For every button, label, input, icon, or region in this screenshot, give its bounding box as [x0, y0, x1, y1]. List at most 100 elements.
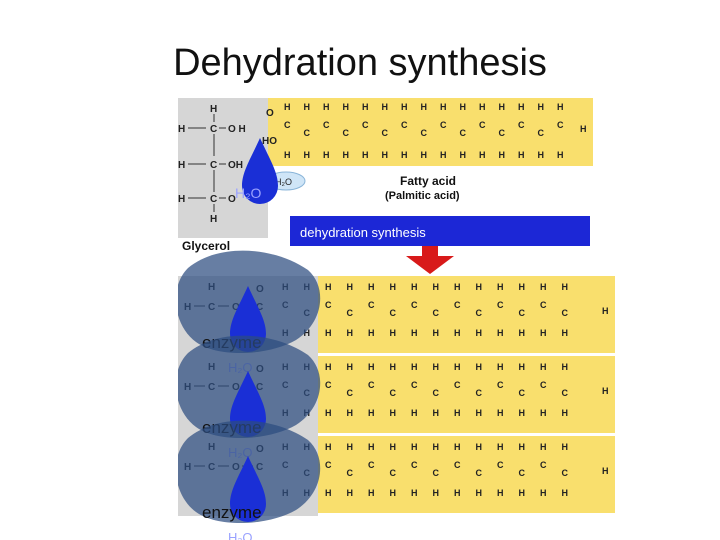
chain-carbon: C: [382, 128, 389, 138]
product-chain-hydrogen-top: H: [433, 282, 440, 292]
chain-carbon: C: [421, 128, 428, 138]
chain-hydrogen-bottom: H: [343, 150, 350, 160]
glycerol-h-bottom: H: [210, 214, 217, 225]
chain-hydrogen-top: H: [421, 102, 428, 112]
product-chain-hydrogen-bottom: H: [454, 488, 461, 498]
glycerol-carbon: C: [210, 124, 217, 135]
product-chain-carbon: C: [476, 388, 483, 398]
product-chain-carbon: C: [519, 308, 526, 318]
product-chain-carbon: C: [540, 300, 547, 310]
product-chain-hydrogen-bottom: H: [540, 328, 547, 338]
product-chain-carbon: C: [347, 468, 354, 478]
chain-carbon: C: [518, 120, 525, 130]
product-chain-carbon: C: [411, 460, 418, 470]
chain-carbon: C: [362, 120, 369, 130]
product-chain-hydrogen-bottom: H: [540, 408, 547, 418]
product-chain-hydrogen-top: H: [519, 442, 526, 452]
slide-title: Dehydration synthesis: [173, 42, 547, 84]
glycerol-h: H: [178, 124, 185, 135]
chain-hydrogen-bottom: H: [479, 150, 486, 160]
product-chain-hydrogen-bottom: H: [519, 408, 526, 418]
product-chain-hydrogen-bottom: H: [433, 488, 440, 498]
product-chain-hydrogen-top: H: [562, 282, 569, 292]
product-chain-panel-2: [318, 356, 615, 433]
dehydration-banner-label: dehydration synthesis: [300, 225, 426, 240]
product-chain-hydrogen-top: H: [368, 442, 375, 452]
chain-hydrogen-bottom: H: [538, 150, 545, 160]
chain-hydrogen-top: H: [284, 102, 291, 112]
chain-hydrogen-bottom: H: [362, 150, 369, 160]
chain-carbon: C: [538, 128, 545, 138]
water-drop-icon: [230, 456, 266, 522]
chain-hydrogen-bottom: H: [401, 150, 408, 160]
chain-carbon: C: [343, 128, 350, 138]
glycerol-h-top: H: [210, 104, 217, 115]
product-chain-carbon: C: [540, 460, 547, 470]
product-chain-carbon: C: [454, 380, 461, 390]
product-chain-hydrogen-top: H: [540, 362, 547, 372]
product-chain-hydrogen-bottom: H: [497, 328, 504, 338]
product-chain-hydrogen-top: H: [454, 362, 461, 372]
chain-hydrogen-bottom: H: [557, 150, 564, 160]
product-chain-carbon: C: [454, 300, 461, 310]
product-chain-hydrogen-end: H: [602, 466, 609, 476]
product-chain-hydrogen-top: H: [497, 362, 504, 372]
product-chain-carbon: C: [347, 388, 354, 398]
product-chain-hydrogen-bottom: H: [347, 488, 354, 498]
product-chain-hydrogen-top: H: [390, 362, 397, 372]
chain-hydrogen-top: H: [440, 102, 447, 112]
dehydration-banner: [290, 216, 590, 246]
product-chain-hydrogen-bottom: H: [390, 488, 397, 498]
product-chain-hydrogen-bottom: H: [497, 488, 504, 498]
product-chain-hydrogen-bottom: H: [519, 328, 526, 338]
chain-hydrogen-bottom: H: [499, 150, 506, 160]
chain-hydrogen-bottom: H: [382, 150, 389, 160]
water-drop-icon: [230, 371, 266, 437]
product-chain-hydrogen-end: H: [602, 306, 609, 316]
carboxyl-ho: HO: [262, 136, 277, 147]
product-chain-carbon: C: [454, 460, 461, 470]
chain-hydrogen-top: H: [323, 102, 330, 112]
fatty-acid-label: Fatty acid: [400, 174, 456, 188]
product-chain-hydrogen-bottom: H: [562, 488, 569, 498]
water-drop-icon: [230, 286, 266, 352]
product-chain-hydrogen-top: H: [411, 282, 418, 292]
glycerol-h: H: [178, 194, 185, 205]
product-chain-hydrogen-bottom: H: [325, 408, 332, 418]
product-chain-hydrogen-bottom: H: [390, 328, 397, 338]
product-chain-carbon: C: [433, 468, 440, 478]
product-chain-carbon: C: [540, 380, 547, 390]
chain-hydrogen-bottom: H: [323, 150, 330, 160]
chain-hydrogen-top: H: [518, 102, 525, 112]
product-chain-carbon: C: [476, 308, 483, 318]
red-down-arrow: [406, 246, 454, 274]
chain-hydrogen-bottom: H: [460, 150, 467, 160]
product-chain-hydrogen-bottom: H: [476, 328, 483, 338]
product-chain-hydrogen-top: H: [368, 282, 375, 292]
glycerol-group-label: O: [228, 194, 236, 205]
chain-hydrogen-top: H: [343, 102, 350, 112]
chain-hydrogen-top: H: [479, 102, 486, 112]
product-chain-carbon: C: [433, 388, 440, 398]
chain-hydrogen-bottom: H: [304, 150, 311, 160]
chain-carbon: C: [460, 128, 467, 138]
product-chain-carbon: C: [562, 308, 569, 318]
product-chain-panel-3: [318, 436, 615, 513]
product-chain-hydrogen-bottom: H: [497, 408, 504, 418]
product-chain-hydrogen-top: H: [368, 362, 375, 372]
product-chain-hydrogen-end: H: [602, 386, 609, 396]
chain-hydrogen-top: H: [401, 102, 408, 112]
product-chain-hydrogen-bottom: H: [411, 488, 418, 498]
product-chain-carbon: C: [497, 300, 504, 310]
product-chain-carbon: C: [368, 460, 375, 470]
glycerol-carbon: C: [210, 194, 217, 205]
product-chain-hydrogen-top: H: [519, 282, 526, 292]
product-chain-hydrogen-top: H: [454, 442, 461, 452]
enzyme-water-label: H₂O: [228, 530, 253, 540]
product-chain-hydrogen-top: H: [497, 282, 504, 292]
chain-hydrogen-end: H: [580, 124, 587, 134]
water-drop-icon: [242, 138, 278, 204]
chain-carbon: C: [284, 120, 291, 130]
product-chain-hydrogen-top: H: [325, 362, 332, 372]
